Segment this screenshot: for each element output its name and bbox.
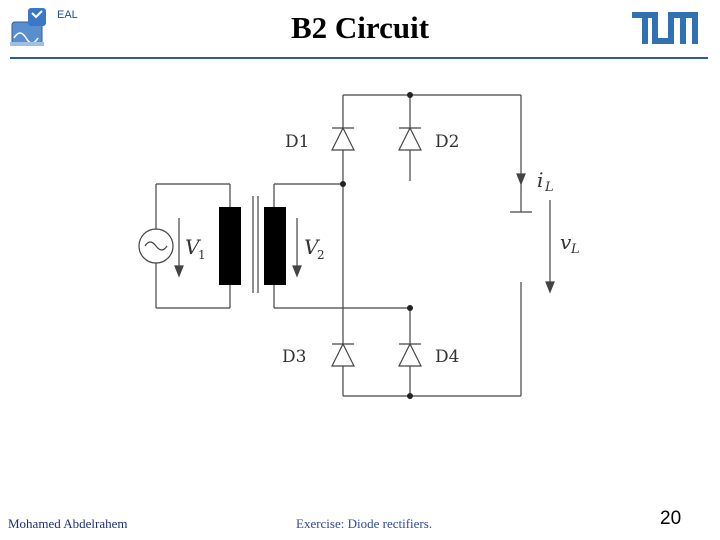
label-v1: V [185, 235, 202, 259]
slide-title: B2 Circuit [290, 10, 430, 45]
page-number: 20 [660, 508, 682, 529]
label-v2: V [304, 235, 321, 259]
footer-author: Mohamed Abdelrahem [8, 516, 128, 531]
label-d1: D1 [285, 132, 309, 152]
header-rule [10, 57, 708, 59]
label-il-sub: L [544, 180, 554, 195]
label-d4: D4 [435, 347, 459, 367]
label-v1-sub: 1 [198, 248, 206, 262]
footer-topic: Exercise: Diode rectifiers. [296, 516, 433, 531]
label-v2-sub: 2 [317, 248, 325, 262]
label-vl: v [560, 230, 572, 254]
label-il: i [537, 168, 543, 192]
label-d3: D3 [282, 347, 306, 367]
tum-logo [632, 12, 698, 44]
label-vl-sub: L [570, 242, 580, 257]
eal-logo-text: EAL [57, 9, 78, 21]
label-d2: D2 [435, 132, 459, 152]
eal-logo [8, 4, 88, 54]
